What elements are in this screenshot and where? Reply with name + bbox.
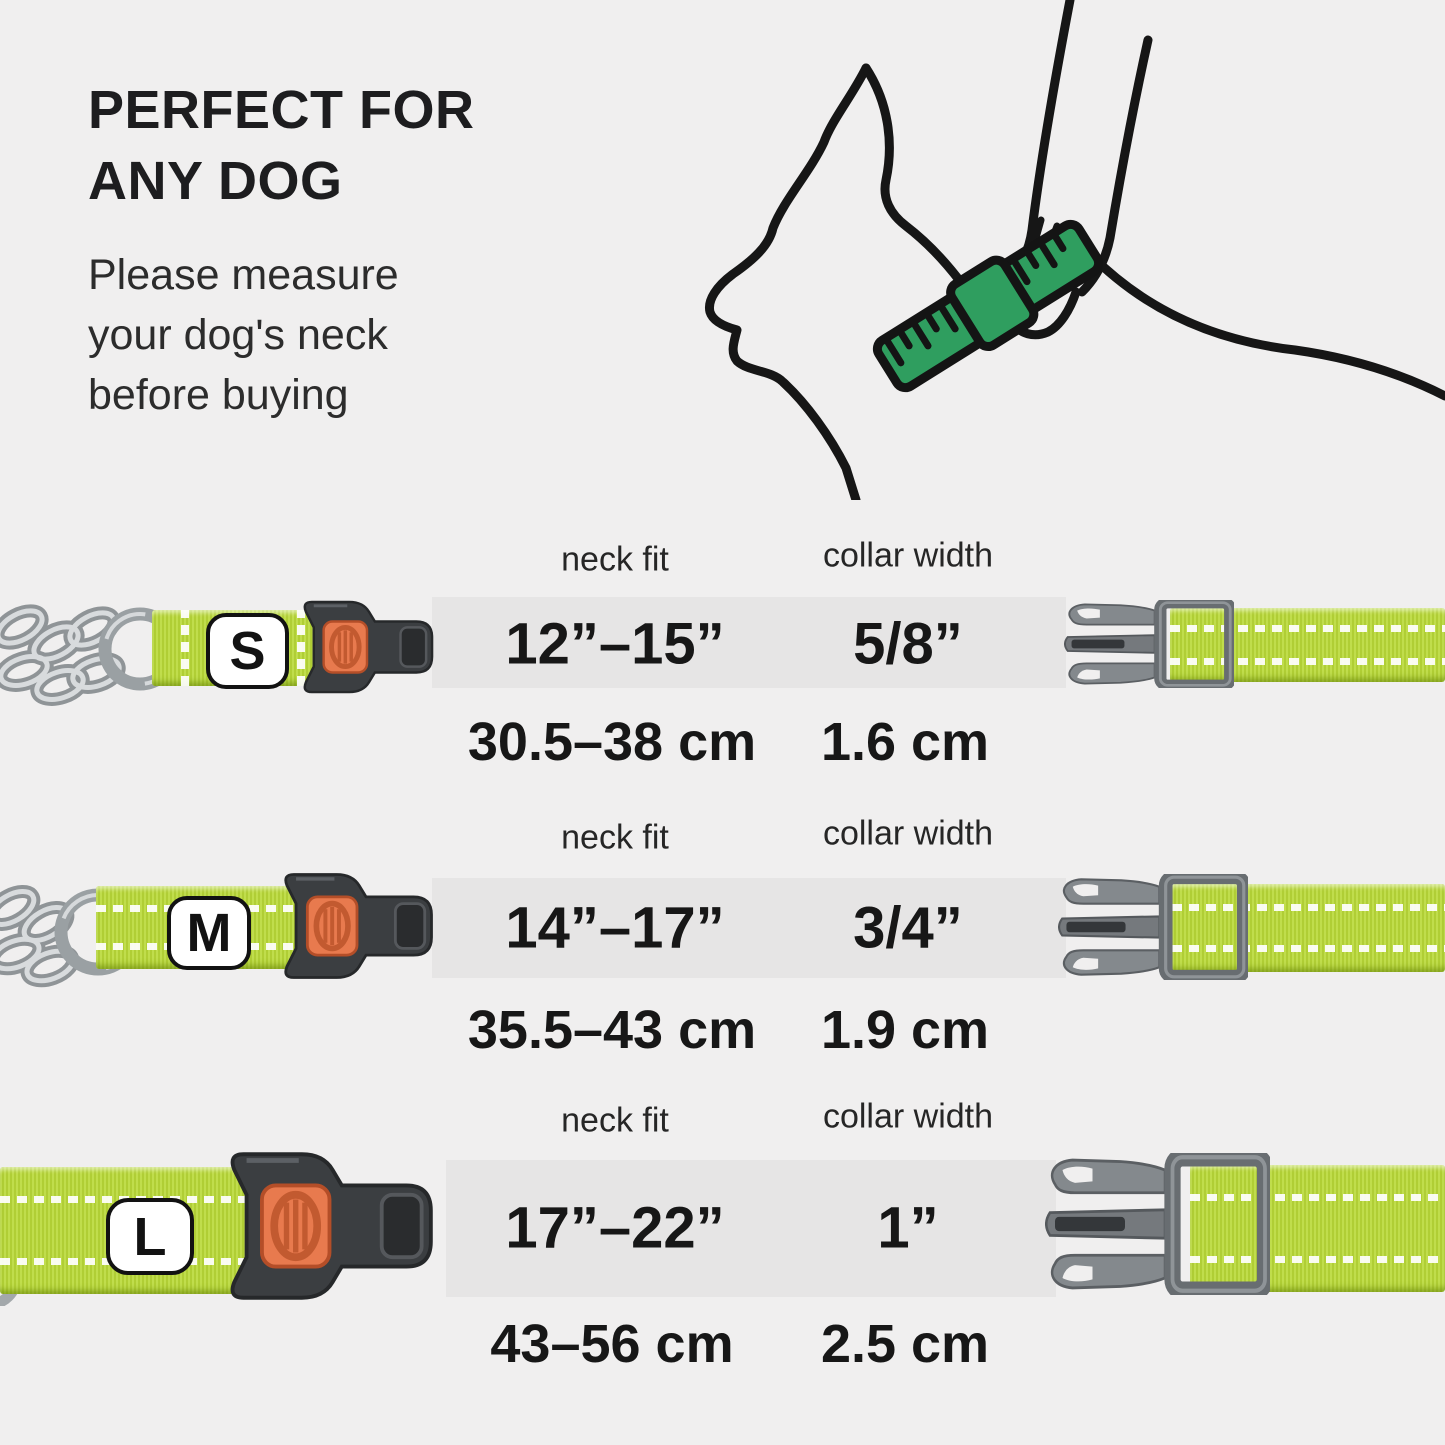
collar-band (432, 878, 1066, 978)
collar-band (432, 597, 1066, 688)
collar-width-cm: 2.5 cm (820, 1314, 990, 1374)
collar-width-label: collar width (822, 536, 994, 575)
collar-width-value: 1” (877, 1195, 939, 1261)
size-letter: S (229, 621, 266, 681)
size-letter: L (133, 1206, 167, 1267)
buckle-male-icon (1045, 1153, 1270, 1295)
subtitle-line-2: your dog's neck (88, 311, 388, 359)
collar-strap-right (1190, 1165, 1445, 1292)
dog-measuring-illustration (704, 0, 1445, 500)
neck-fit-value: 14”–17” (505, 895, 725, 961)
collar-width-value: 5/8” (853, 611, 963, 677)
buckle-male-icon (1058, 874, 1248, 980)
page-subtitle: Please measure your dog's neck before bu… (88, 245, 399, 425)
title-line-1: PERFECT FOR (88, 80, 475, 140)
neck-fit-label: neck fit (561, 540, 669, 579)
collar-width-cm: 1.6 cm (820, 712, 990, 772)
buckle-female-icon (284, 873, 433, 979)
collar-strap-right (1172, 884, 1445, 972)
neck-fit-cm: 30.5–38 cm (467, 712, 757, 772)
collar-strap-right (1170, 608, 1445, 682)
subtitle-line-3: before buying (88, 371, 349, 419)
collar-band (446, 1160, 1056, 1297)
page-title: PERFECT FOR ANY DOG (88, 75, 475, 217)
collar-width-value: 3/4” (853, 895, 963, 961)
tape-measure-icon (872, 219, 1104, 393)
collar-width-label: collar width (822, 1097, 994, 1136)
size-badge: S (206, 613, 289, 689)
size-badge: M (167, 896, 251, 970)
collar-width-cm: 1.9 cm (820, 1000, 990, 1060)
neck-fit-cm: 35.5–43 cm (467, 1000, 757, 1060)
title-line-2: ANY DOG (88, 151, 343, 211)
collar-width-label: collar width (822, 814, 994, 853)
neck-fit-value: 17”–22” (505, 1195, 725, 1261)
neck-fit-label: neck fit (561, 818, 669, 857)
buckle-female-icon (303, 600, 434, 694)
neck-fit-value: 12”–15” (505, 611, 725, 677)
buckle-male-icon (1064, 600, 1234, 688)
size-letter: M (186, 903, 232, 963)
size-badge: L (106, 1198, 194, 1275)
neck-fit-label: neck fit (561, 1101, 669, 1140)
buckle-female-icon (230, 1152, 433, 1300)
subtitle-line-1: Please measure (88, 251, 399, 299)
neck-fit-cm: 43–56 cm (490, 1314, 734, 1374)
